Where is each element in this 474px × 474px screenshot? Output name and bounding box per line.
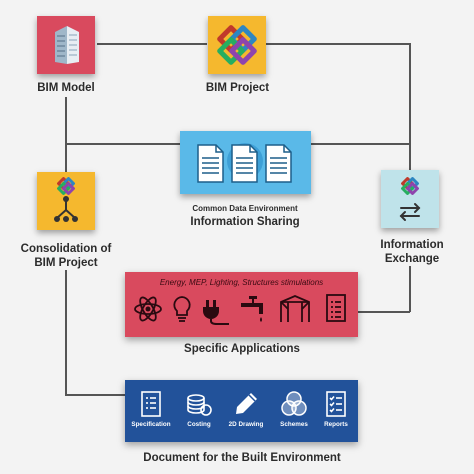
pencil-icon (236, 393, 257, 414)
cde-big-label: Information Sharing (190, 216, 300, 228)
bim-merge-icon (54, 177, 78, 222)
doc-item-2d-drawing[interactable]: 2D Drawing (223, 390, 269, 428)
connector-line (409, 266, 411, 312)
structure-frame-icon (280, 295, 310, 322)
building-icon (55, 26, 79, 64)
connector-line (65, 143, 180, 145)
specific-applications-label: Specific Applications (184, 343, 300, 355)
connector-line (97, 43, 207, 45)
connector-line (65, 97, 67, 172)
exchange-arrows-icon (399, 177, 421, 221)
doc-item-reports[interactable]: Reports (313, 390, 359, 428)
faucet-icon (241, 296, 263, 322)
doc-item-label: Costing (187, 421, 211, 428)
specific-applications-panel[interactable]: Energy, MEP, Lighting, Structures stimul… (125, 272, 358, 337)
doc-item-costing[interactable]: Costing (176, 390, 222, 428)
doc-item-schemes[interactable]: Schemes (271, 390, 317, 428)
bim-project-tile[interactable] (208, 16, 266, 74)
cde-tile[interactable] (180, 131, 311, 194)
doc-item-specification[interactable]: Specification (128, 390, 174, 428)
bim-model-label: BIM Model (37, 82, 95, 94)
plug-icon (203, 300, 229, 325)
connector-line (65, 394, 127, 396)
documents-icon (197, 143, 292, 183)
doc-item-label: Specification (131, 421, 171, 428)
bim-project-label: BIM Project (205, 82, 270, 94)
simulations-caption: Energy, MEP, Lighting, Structures stimul… (159, 278, 324, 287)
connector-line (409, 43, 411, 170)
connector-line (65, 270, 67, 395)
checklist-icon (326, 294, 346, 322)
doc-item-label: Schemes (280, 421, 308, 428)
doc-item-label: 2D Drawing (228, 421, 264, 428)
document-panel[interactable]: Specification Costing 2D Drawing Sche (125, 380, 358, 442)
document-label: Document for the Built Environment (143, 452, 341, 464)
exchange-label-line1: Information (380, 239, 444, 251)
report-icon (326, 391, 346, 417)
consolidation-label-line1: Consolidation of (20, 243, 112, 255)
coins-icon (187, 394, 212, 416)
bim-knot-logo-icon (217, 25, 257, 65)
atom-icon (134, 296, 162, 322)
consolidation-label-line2: BIM Project (34, 257, 98, 269)
lightbulb-icon (173, 296, 191, 322)
information-exchange-tile[interactable] (381, 170, 439, 228)
specification-icon (141, 391, 161, 417)
cde-small-label: Common Data Environment (192, 204, 298, 213)
consolidation-tile[interactable] (37, 172, 95, 230)
connector-line (266, 43, 410, 45)
venn-icon (281, 391, 307, 416)
connector-line (311, 143, 410, 145)
connector-line (357, 311, 410, 313)
bim-model-tile[interactable] (37, 16, 95, 74)
doc-item-label: Reports (324, 421, 348, 428)
exchange-label-line2: Exchange (384, 253, 440, 265)
